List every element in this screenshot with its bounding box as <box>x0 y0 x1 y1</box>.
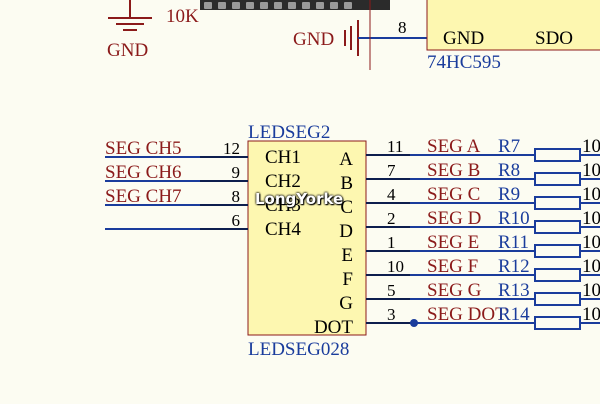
pin-name-right: G <box>339 293 353 314</box>
floating-toolbar[interactable] <box>200 0 390 10</box>
pin-name-right: F <box>342 269 353 290</box>
ic-name-label: 74HC595 <box>427 52 501 73</box>
resistor-designator: R13 <box>498 280 530 301</box>
resistor-body[interactable] <box>534 172 581 186</box>
pin-name-right: E <box>341 245 353 266</box>
resistor-designator: R11 <box>498 232 529 253</box>
led-component-body[interactable] <box>247 140 367 336</box>
resistor-value: 10 <box>582 280 600 301</box>
resistor-designator: R9 <box>498 184 520 205</box>
resistor-value: 10 <box>582 256 600 277</box>
toolbar-button[interactable] <box>232 1 240 9</box>
pin-name-left: CH1 <box>265 147 301 168</box>
toolbar-button[interactable] <box>316 1 324 9</box>
resistor-body[interactable] <box>534 244 581 258</box>
pin-name-right: DOT <box>314 317 353 338</box>
toolbar-button[interactable] <box>330 1 338 9</box>
resistor-body[interactable] <box>534 316 581 330</box>
resistor-value: 10 <box>582 160 600 181</box>
net-label-right: SEG G <box>427 280 482 301</box>
net-label-left: SEG CH5 <box>105 138 182 159</box>
pin-name-right: A <box>339 149 353 170</box>
resistor-value: 10 <box>582 304 600 325</box>
resistor-value: 10 <box>582 136 600 157</box>
toolbar-button[interactable] <box>246 1 254 9</box>
gnd-label-left: GND <box>107 40 148 61</box>
pin-number-right: 5 <box>387 281 396 300</box>
toolbar-button[interactable] <box>302 1 310 9</box>
pin-number: 8 <box>398 18 407 37</box>
pin-number-left: 6 <box>232 211 241 230</box>
pin-number-right: 10 <box>387 257 404 276</box>
resistor-value: 10 <box>582 232 600 253</box>
pin-number-left: 8 <box>232 187 241 206</box>
net-label-right: SEG F <box>427 256 478 277</box>
pin-name-left: CH4 <box>265 219 301 240</box>
junction-dot <box>410 319 418 327</box>
resistor-body[interactable] <box>534 268 581 282</box>
pin-name-right: B <box>340 173 353 194</box>
pin-number-right: 2 <box>387 209 396 228</box>
pin-number-right: 1 <box>387 233 396 252</box>
resistor-value: 10 <box>582 184 600 205</box>
net-label-right: SEG A <box>427 136 481 157</box>
pin-name-right: D <box>339 221 353 242</box>
pin-name-left: CH3 <box>265 195 301 216</box>
gnd-label-mid: GND <box>293 29 334 50</box>
pin-number-right: 7 <box>387 161 396 180</box>
net-label-right: SEG E <box>427 232 479 253</box>
pin-number-left: 12 <box>223 139 240 158</box>
ic-74hc595[interactable] <box>426 0 600 51</box>
resistor-body[interactable] <box>534 220 581 234</box>
toolbar-button[interactable] <box>344 1 352 9</box>
toolbar-button[interactable] <box>288 1 296 9</box>
net-label-right: SEG DOT <box>427 304 507 325</box>
ic-gnd-pin-label: GND <box>443 28 484 49</box>
resistor-designator: R14 <box>498 304 530 325</box>
toolbar-button[interactable] <box>218 1 226 9</box>
net-label-left: SEG CH7 <box>105 186 182 207</box>
ground-symbol-left[interactable] <box>108 0 152 31</box>
toolbar-button[interactable] <box>204 1 212 9</box>
net-label-left: SEG CH6 <box>105 162 182 183</box>
resistor-designator: R8 <box>498 160 520 181</box>
led-designator: LEDSEG2 <box>248 122 330 143</box>
toolbar-button[interactable] <box>260 1 268 9</box>
resistor-value: 10 <box>582 208 600 229</box>
toolbar-button[interactable] <box>274 1 282 9</box>
pin-name-left: CH2 <box>265 171 301 192</box>
pin-number-left: 9 <box>232 163 241 182</box>
led-part-name: LEDSEG028 <box>248 339 349 360</box>
pin-number-right: 11 <box>387 137 403 156</box>
pin-name-right: C <box>340 197 353 218</box>
net-label-right: SEG B <box>427 160 480 181</box>
resistor-designator: R10 <box>498 208 530 229</box>
resistor-designator: R7 <box>498 136 520 157</box>
resistor-body[interactable] <box>534 292 581 306</box>
resistor-designator: R12 <box>498 256 530 277</box>
resistor-body[interactable] <box>534 148 581 162</box>
resistor-body[interactable] <box>534 196 581 210</box>
ground-symbol-mid[interactable] <box>344 0 427 70</box>
ic-sdo-pin-label: SDO <box>535 28 573 49</box>
pin-number-right: 4 <box>387 185 396 204</box>
net-label-right: SEG C <box>427 184 480 205</box>
pin-number-right: 3 <box>387 305 396 324</box>
resistor-value-label: 10K <box>166 6 199 27</box>
net-label-right: SEG D <box>427 208 481 229</box>
